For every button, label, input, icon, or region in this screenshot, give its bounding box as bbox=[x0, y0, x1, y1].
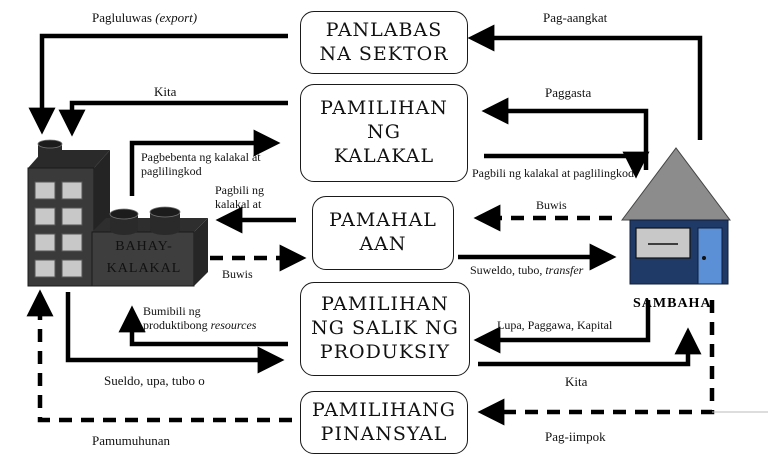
label-pagbebenta: Pagbebenta ng kalakal at paglilingkod bbox=[141, 150, 261, 179]
label-bumibili-text: produktibong bbox=[143, 317, 211, 332]
arrow-pag-iimpok bbox=[477, 300, 715, 426]
label-bumibili-line1: Bumibili ng bbox=[143, 304, 201, 318]
label-bumibili: Bumibili ng produktibong resources bbox=[143, 304, 257, 333]
box-pamahalaan: PAMAHAL AAN bbox=[312, 196, 454, 270]
firm-building-icon bbox=[27, 139, 208, 287]
house-door bbox=[697, 227, 723, 285]
label-pamumuhunan: Pamumuhunan bbox=[92, 433, 170, 448]
box-salik-line3: PRODUKSIY bbox=[319, 340, 451, 363]
label-pagbili-gov-line2: kalakal at bbox=[215, 196, 262, 211]
household-label: SAMBAHA bbox=[633, 296, 712, 311]
box-pinansyal-line1: PAMILIHANG bbox=[312, 398, 456, 421]
label-bumibili-line2: produktibong resources bbox=[143, 317, 257, 333]
arrow-export bbox=[28, 33, 288, 135]
arrow-bumibili bbox=[118, 305, 288, 347]
arrow-pagbebenta bbox=[129, 129, 281, 196]
box-kalakal-line3: KALAKAL bbox=[333, 144, 435, 167]
box-kalakal-line1: PAMILIHAN bbox=[320, 97, 448, 120]
label-export-italic: (export) bbox=[155, 10, 198, 25]
label-kita-top: Kita bbox=[154, 84, 177, 99]
label-pagbebenta-line2: paglilingkod bbox=[141, 163, 202, 178]
label-paggasta: Paggasta bbox=[545, 85, 592, 100]
box-salik-line2: NG SALIK NG bbox=[311, 317, 459, 340]
label-buwis-hh: Buwis bbox=[536, 198, 567, 212]
label-lupa: Lupa, Paggawa, Kapital bbox=[497, 318, 613, 332]
arrow-lupa bbox=[473, 300, 651, 354]
label-suweldo-text: Suweldo, tubo, bbox=[470, 263, 546, 277]
box-pamilihan-ng-kalakal: PAMILIHAN NG KALAKAL bbox=[300, 84, 468, 182]
label-pagbebenta-line1: Pagbebenta ng kalakal at bbox=[141, 150, 261, 164]
arrow-import bbox=[467, 24, 703, 140]
firm-label-line2: KALAKAL bbox=[106, 261, 182, 277]
label-bumibili-italic: resources bbox=[210, 317, 257, 332]
label-kita-bottom: Kita bbox=[565, 374, 588, 389]
household-house-icon bbox=[621, 147, 731, 285]
solid-arrows bbox=[28, 24, 703, 374]
box-panlabas-line1: PANLABAS bbox=[325, 18, 443, 41]
box-pamilihan-ng-salik: PAMILIHAN NG SALIK NG PRODUKSIY bbox=[300, 282, 470, 376]
arrow-kita-bottom bbox=[478, 327, 702, 367]
label-suweldo: Suweldo, tubo, transfer bbox=[470, 263, 584, 278]
box-kalakal-line2: NG bbox=[367, 121, 401, 144]
box-pamilihang-pinansyal: PAMILIHANG PINANSYAL bbox=[300, 391, 468, 454]
label-pagbili-gov: Pagbili ng kalakal at bbox=[215, 183, 265, 212]
arrow-sueldo-firm bbox=[65, 292, 285, 374]
arrow-pamumuhunan bbox=[26, 289, 292, 423]
label-pagbili-hh: Pagbili ng kalakal at paglilingkod bbox=[472, 166, 634, 180]
label-sueldo-firm: Sueldo, upa, tubo o bbox=[104, 373, 205, 388]
box-pamahalaan-line2: AAN bbox=[359, 233, 407, 255]
label-export-text: Pagluluwas bbox=[92, 10, 156, 25]
box-panlabas-na-sektor: PANLABAS NA SEKTOR bbox=[300, 11, 468, 74]
arrow-kita-top bbox=[58, 100, 288, 137]
arrow-pagbili-hh bbox=[484, 151, 650, 179]
box-pamahalaan-line1: PAMAHAL bbox=[329, 209, 437, 232]
label-pagbili-gov-line1: Pagbili ng bbox=[215, 183, 265, 197]
label-suweldo-italic: transfer bbox=[545, 263, 584, 277]
firm-label: BAHAY- KALAKAL bbox=[94, 236, 194, 281]
firm-label-line1: BAHAY- bbox=[115, 239, 173, 254]
label-buwis-firm: Buwis bbox=[222, 267, 253, 281]
arrow-paggasta bbox=[481, 97, 649, 170]
box-panlabas-line2: NA SEKTOR bbox=[319, 42, 449, 65]
box-salik-line1: PAMILIHAN bbox=[321, 293, 449, 316]
label-export: Pagluluwas (export) bbox=[92, 10, 198, 26]
label-import: Pag-aangkat bbox=[543, 10, 608, 25]
box-pinansyal-line2: PINANSYAL bbox=[320, 422, 448, 445]
label-pag-iimpok: Pag-iimpok bbox=[545, 429, 606, 444]
house-window bbox=[635, 227, 691, 259]
